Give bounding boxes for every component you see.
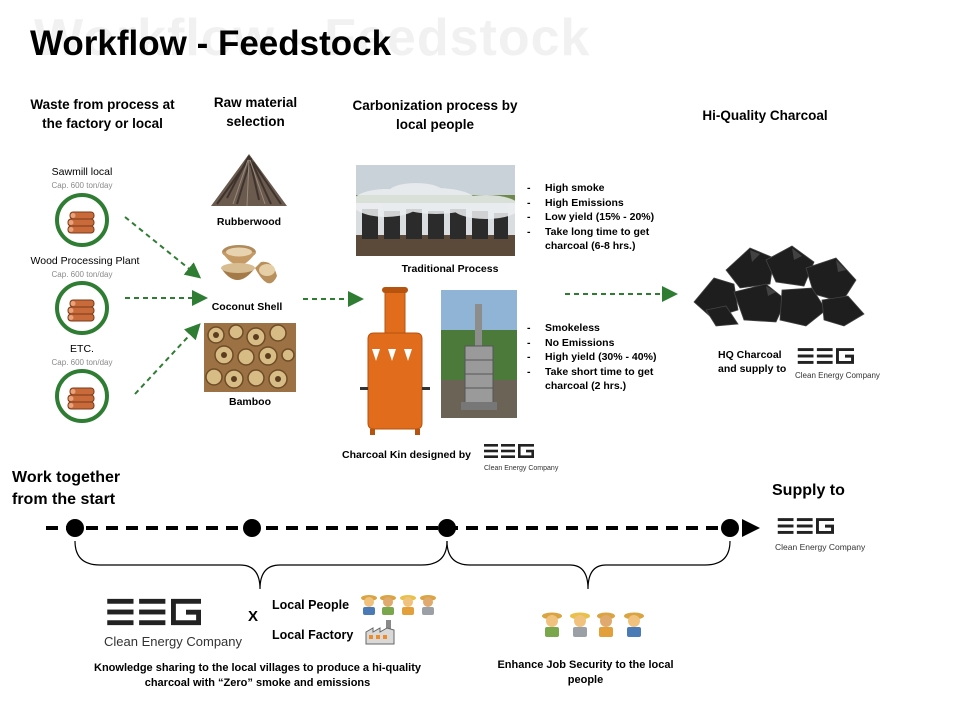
- collaboration-x-mark: X: [248, 608, 259, 625]
- kiln-designed-by-label: Charcoal Kin designed by: [342, 449, 471, 461]
- source-name-etc: ETC.: [70, 343, 94, 355]
- source-capacity-etc: Cap. 600 ton/day: [51, 358, 113, 367]
- charcoal-pile-image: [686, 240, 868, 328]
- modern-kiln-photo: [441, 290, 517, 418]
- bullet-item: -No Emissions: [527, 336, 615, 349]
- material-label-rubberwood: Rubberwood: [216, 216, 282, 228]
- eeg-logo-mark: [484, 444, 534, 458]
- wood-logs-icon: [55, 281, 109, 335]
- eeg-logo-mark: [797, 348, 854, 364]
- charcoal-kiln-illustration: [360, 287, 430, 435]
- factory-icon: [364, 618, 396, 646]
- timeline-dot: [721, 519, 739, 537]
- header-raw-material: Raw material selection: [213, 95, 298, 129]
- bullet-item: -Smokeless: [527, 322, 600, 334]
- workers-icon: [540, 610, 648, 638]
- header-waste: Waste from process at the factory or loc…: [30, 97, 175, 131]
- source-capacity-wood-processing: Cap. 600 ton/day: [51, 270, 113, 279]
- kiln-bullets: -Smokeless -No Emissions -High yield (30…: [527, 321, 667, 394]
- timeline-start-label: Work together from the start: [12, 469, 121, 508]
- timeline-arrowhead: [742, 519, 760, 537]
- timeline-dot: [66, 519, 84, 537]
- eeg-company-name: Clean Energy Company: [775, 542, 866, 552]
- timeline: [46, 519, 760, 590]
- rubberwood-image: [207, 148, 291, 210]
- eeg-company-name: Clean Energy Company: [484, 465, 559, 472]
- local-factory-label: Local Factory: [272, 628, 354, 642]
- coconut-shell-image: [217, 232, 279, 294]
- bullet-item: -Take long time to get charcoal (6-8 hrs…: [527, 225, 650, 253]
- source-capacity-sawmill: Cap. 600 ton/day: [51, 181, 113, 190]
- timeline-dot: [243, 519, 261, 537]
- job-security-text: Enhance Job Security to the local people: [497, 659, 674, 686]
- bullet-item: -High Emissions: [527, 196, 624, 209]
- bullet-item: -Take short time to get charcoal (2 hrs.…: [527, 365, 654, 393]
- traditional-process-label: Traditional Process: [401, 263, 499, 275]
- timeline-end-label: Supply to: [772, 482, 845, 499]
- knowledge-sharing-text: Knowledge sharing to the local villages …: [94, 662, 421, 689]
- material-label-coconut: Coconut Shell: [211, 301, 283, 313]
- source-name-wood-processing: Wood Processing Plant: [30, 255, 140, 267]
- timeline-dot: [438, 519, 456, 537]
- source-name-sawmill: Sawmill local: [51, 166, 113, 178]
- brace-left: [74, 540, 448, 590]
- traditional-process-photo: [356, 165, 515, 256]
- material-label-bamboo: Bamboo: [229, 396, 271, 408]
- eeg-logo: Clean Energy Company: [484, 443, 559, 472]
- bullet-item: -Low yield (15% - 20%): [527, 211, 655, 223]
- hq-line-2: and supply to: [718, 363, 787, 375]
- bullet-item: -High yield (30% - 40%): [527, 351, 657, 363]
- hq-line-1: HQ Charcoal: [718, 349, 782, 361]
- traditional-bullets: -High smoke -High Emissions -Low yield (…: [527, 181, 667, 254]
- hq-supply-text: HQ Charcoal and supply to: [718, 348, 786, 376]
- bullet-item: -High smoke: [527, 182, 605, 194]
- bamboo-image: [204, 323, 296, 392]
- header-carbonization: Carbonization process by local people: [352, 98, 518, 132]
- ghost-title: Workflow - Feedstock: [34, 9, 591, 67]
- farmers-icon: [360, 593, 438, 615]
- eeg-logo: Clean Energy Company: [104, 597, 244, 649]
- brace-right: [446, 540, 731, 590]
- wood-logs-icon: [55, 193, 109, 247]
- wood-logs-icon: [55, 369, 109, 423]
- eeg-logo: Clean Energy Company: [775, 517, 875, 552]
- eeg-company-name: Clean Energy Company: [795, 371, 880, 380]
- flow-arrows: [124, 216, 678, 395]
- header-hq-charcoal: Hi-Quality Charcoal: [702, 108, 828, 123]
- arrow-etc-to-material: [134, 323, 201, 395]
- eeg-logo-mark: [107, 598, 201, 626]
- eeg-logo-mark: [777, 518, 834, 534]
- local-people-label: Local People: [272, 598, 350, 612]
- page-title: Workflow - Feedstock: [30, 24, 392, 63]
- eeg-company-name: Clean Energy Company: [104, 634, 243, 649]
- arrow-sawmill-to-material: [124, 216, 202, 279]
- eeg-logo: Clean Energy Company: [795, 347, 887, 380]
